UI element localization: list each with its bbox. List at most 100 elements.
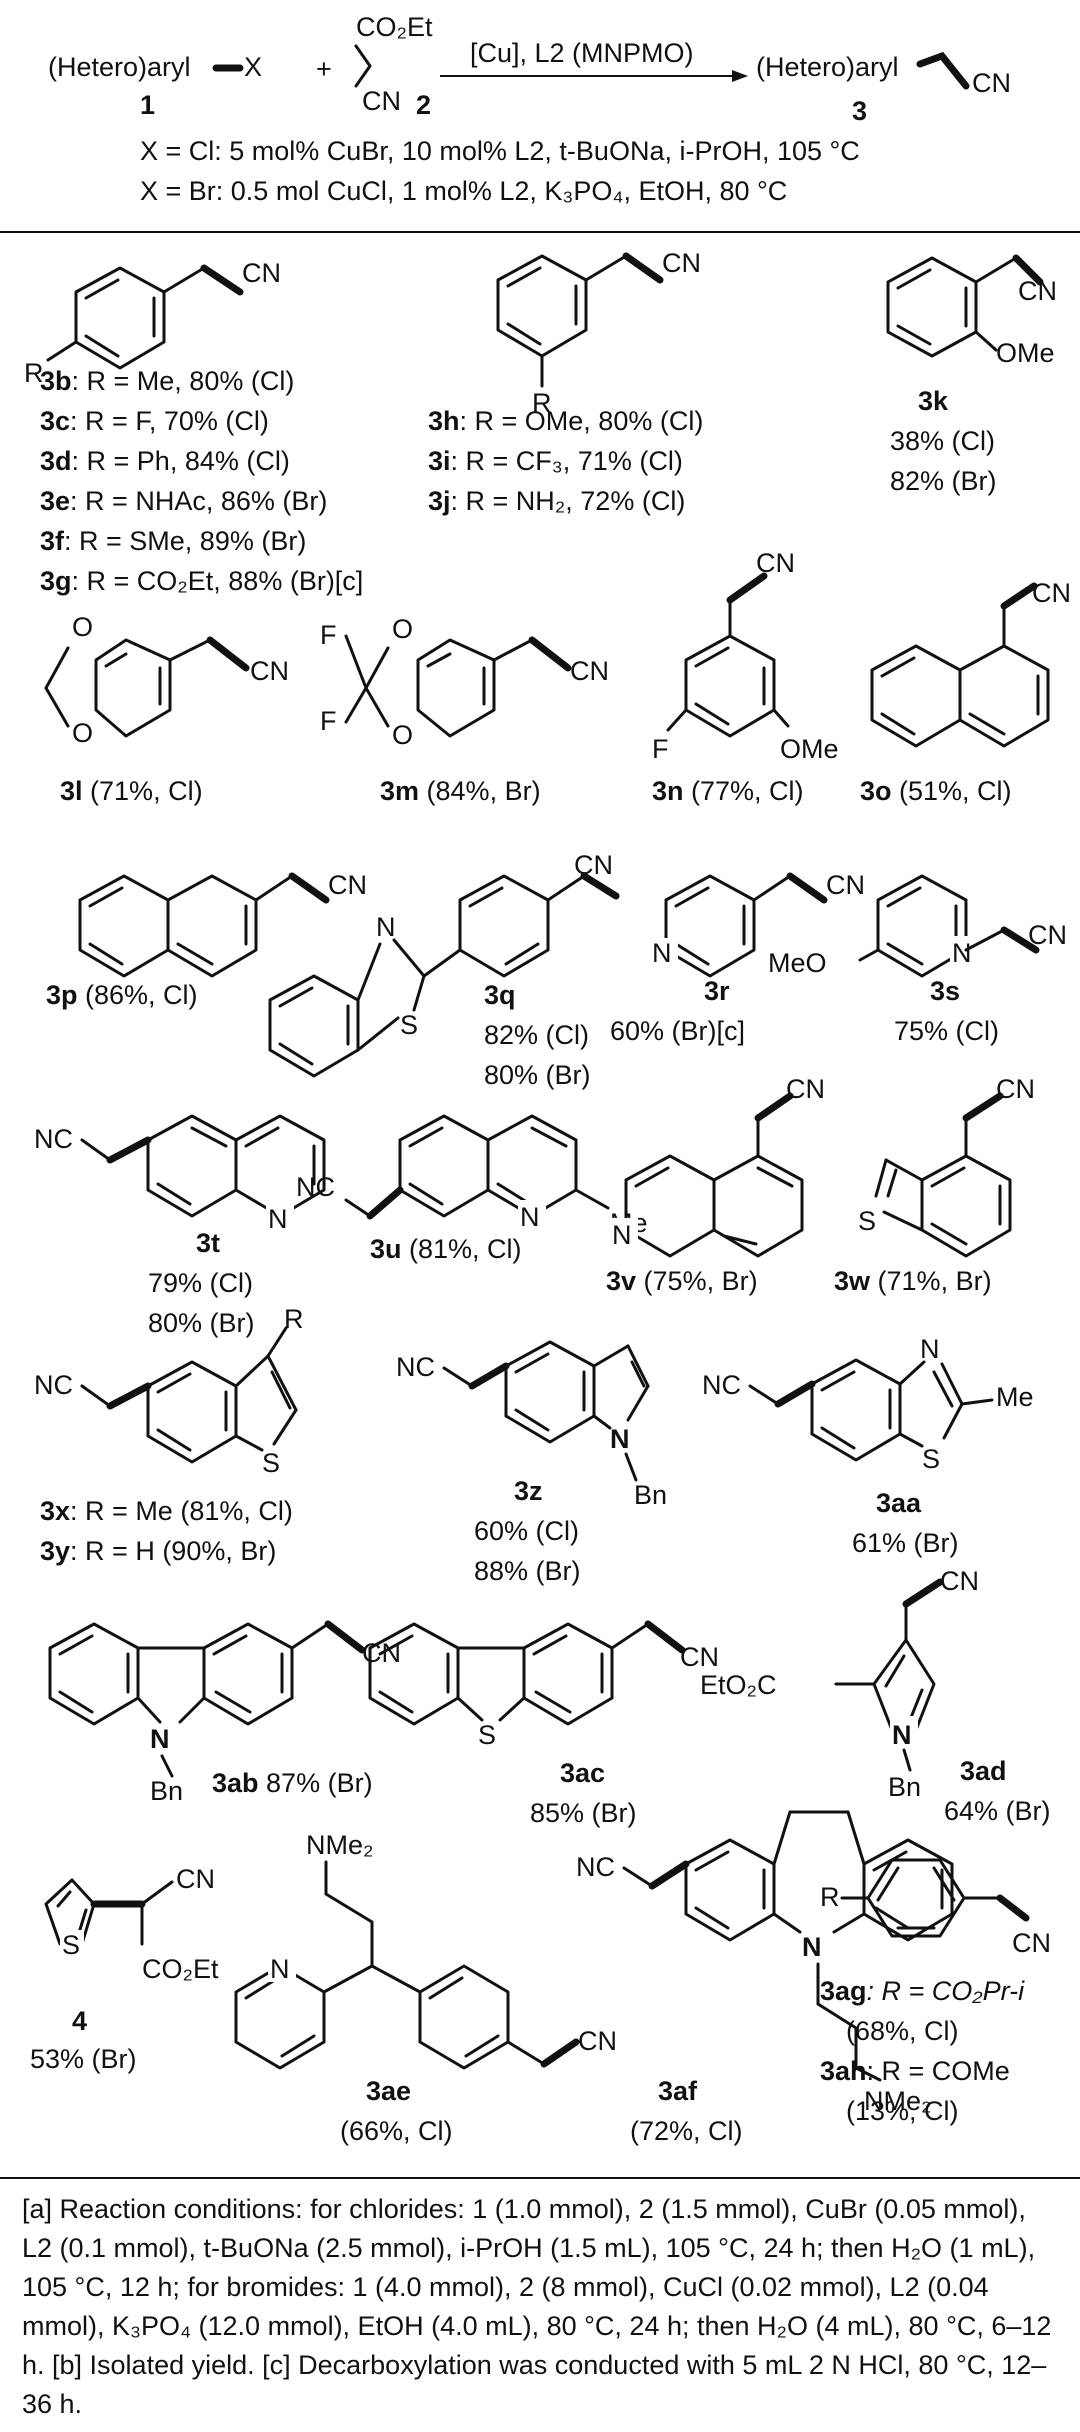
svg-text:3h: R = OMe, 80% (Cl): 3h: R = OMe, 80% (Cl) xyxy=(428,406,703,436)
svg-text:OMe: OMe xyxy=(780,734,839,764)
svg-text:3ac: 3ac xyxy=(560,1758,605,1788)
structure-3p: CN 3p (86%, Cl) xyxy=(46,870,367,1010)
svg-text:CN: CN xyxy=(680,1642,719,1672)
product-aryl: (Hetero)aryl xyxy=(756,52,899,82)
structure-4: S CN CO₂Et 4 53% (Br) xyxy=(30,1864,219,2074)
svg-text:3ae: 3ae xyxy=(366,2076,411,2106)
structure-3n: CN F OMe 3n (77%, Cl) xyxy=(652,548,839,806)
svg-text:Me: Me xyxy=(996,1382,1034,1412)
svg-text:S: S xyxy=(478,1720,496,1750)
svg-text:R: R xyxy=(532,388,552,418)
svg-text:S: S xyxy=(400,1010,418,1040)
structure-3ae: NMe₂ N CN 3ae (66%, Cl) xyxy=(234,1830,617,2146)
svg-text:N: N xyxy=(612,1220,632,1250)
svg-text:82% (Cl): 82% (Cl) xyxy=(484,1020,589,1050)
svg-text:N: N xyxy=(920,1334,940,1364)
reagent-ester: CO₂Et xyxy=(356,12,433,42)
svg-text:CN: CN xyxy=(250,656,289,686)
svg-text:85% (Br): 85% (Br) xyxy=(530,1798,637,1828)
structure-3ad: N CN EtO₂C Bn 3ad 64% (Br) xyxy=(700,1566,1051,1826)
svg-text:NMe₂: NMe₂ xyxy=(864,2086,932,2116)
svg-text:R: R xyxy=(284,1304,304,1334)
structure-3m: F F O O CN 3m (84%, Br) xyxy=(320,614,609,806)
svg-text:N: N xyxy=(268,1204,288,1234)
svg-text:(13%, Cl): (13%, Cl) xyxy=(846,2096,959,2126)
svg-text:3y: R = H (90%, Br): 3y: R = H (90%, Br) xyxy=(40,1536,276,1566)
svg-text:3d: R = Ph, 84% (Cl): 3d: R = Ph, 84% (Cl) xyxy=(40,446,290,476)
structure-3o: CN 3o (51%, Cl) xyxy=(860,578,1071,806)
svg-text:3ab 87% (Br): 3ab 87% (Br) xyxy=(212,1768,373,1798)
reagent-bonds xyxy=(354,44,372,88)
svg-text:3c: R = F, 70% (Cl): 3c: R = F, 70% (Cl) xyxy=(40,406,269,436)
svg-text:61% (Br): 61% (Br) xyxy=(852,1528,959,1558)
svg-text:79% (Cl): 79% (Cl) xyxy=(148,1268,253,1298)
svg-text:S: S xyxy=(262,1448,280,1478)
svg-text:3w (71%, Br): 3w (71%, Br) xyxy=(834,1266,992,1296)
svg-text:S: S xyxy=(858,1206,876,1236)
svg-text:CN: CN xyxy=(786,1074,825,1104)
product-bond xyxy=(916,51,970,90)
svg-text:Bn: Bn xyxy=(634,1480,667,1510)
structure-3ac: S CN 3ac 85% (Br) xyxy=(368,1620,719,1828)
svg-text:3ag: R = CO₂Pr-i: 3ag: R = CO₂Pr-i xyxy=(820,1976,1025,2006)
svg-text:NMe₂: NMe₂ xyxy=(306,1830,374,1860)
svg-text:F: F xyxy=(320,706,337,736)
svg-text:MeO: MeO xyxy=(768,948,827,978)
svg-text:3z: 3z xyxy=(514,1476,543,1506)
structure-3k: CN OMe 3k 38% (Cl) 82% (Br) xyxy=(886,254,1057,496)
atom-cn: CN xyxy=(242,258,281,288)
svg-text:3i: R = CF₃, 71% (Cl): 3i: R = CF₃, 71% (Cl) xyxy=(428,446,683,476)
svg-text:CN: CN xyxy=(996,1074,1035,1104)
svg-text:NC: NC xyxy=(702,1370,741,1400)
svg-text:N: N xyxy=(270,1954,290,1984)
svg-text:3f: R = SMe, 89% (Br): 3f: R = SMe, 89% (Br) xyxy=(40,526,306,556)
svg-text:3t: 3t xyxy=(196,1228,220,1258)
structure-para-series: CN R xyxy=(24,258,281,388)
svg-text:CN: CN xyxy=(1032,578,1071,608)
svg-text:CN: CN xyxy=(574,850,613,880)
svg-text:CN: CN xyxy=(662,248,701,278)
svg-text:N: N xyxy=(802,1932,822,1962)
structure-meta-series: CN R xyxy=(496,248,701,418)
structure-3r: N CN 3r 60% (Br)[c] xyxy=(610,870,865,1046)
svg-text:3v (75%, Br): 3v (75%, Br) xyxy=(606,1266,758,1296)
svg-text:F: F xyxy=(652,734,669,764)
conditions-cl: X = Cl: 5 mol% CuBr, 10 mol% L2, t-BuONa… xyxy=(140,136,860,166)
svg-text:O: O xyxy=(392,614,413,644)
svg-text:Bn: Bn xyxy=(150,1776,183,1806)
svg-text:3g: R = CO₂Et, 88% (Br)[c]: 3g: R = CO₂Et, 88% (Br)[c] xyxy=(40,566,363,596)
label-2: 2 xyxy=(416,90,431,120)
svg-text:O: O xyxy=(72,718,93,748)
structure-3x-3y: NC R S 3x: R = Me (81%, Cl) 3y: R = H (9… xyxy=(34,1304,304,1566)
svg-text:N: N xyxy=(652,938,672,968)
product-cn: CN xyxy=(972,68,1011,98)
svg-text:64% (Br): 64% (Br) xyxy=(944,1796,1051,1826)
svg-text:3r: 3r xyxy=(704,976,730,1006)
svg-text:3u (81%, Cl): 3u (81%, Cl) xyxy=(370,1234,522,1264)
svg-text:R: R xyxy=(820,1882,840,1912)
svg-text:75% (Cl): 75% (Cl) xyxy=(894,1016,999,1046)
svg-text:N: N xyxy=(376,912,396,942)
structure-3q: N S CN 3q 82% (Cl) 80% (Br) xyxy=(268,850,620,1090)
svg-text:NC: NC xyxy=(34,1124,73,1154)
label-3: 3 xyxy=(852,96,867,126)
svg-text:80% (Br): 80% (Br) xyxy=(484,1060,591,1090)
arrow-conditions: [Cu], L2 (MNPMO) xyxy=(470,38,694,68)
svg-text:3ad: 3ad xyxy=(960,1756,1007,1786)
svg-text:3p (86%, Cl): 3p (86%, Cl) xyxy=(46,980,198,1010)
svg-text:O: O xyxy=(392,720,413,750)
plus-sign: + xyxy=(316,54,332,84)
svg-text:F: F xyxy=(320,620,337,650)
svg-text:NC: NC xyxy=(34,1370,73,1400)
svg-text:3ah: R = COMe: 3ah: R = COMe xyxy=(820,2056,1010,2086)
svg-text:60% (Br)[c]: 60% (Br)[c] xyxy=(610,1016,745,1046)
reactant-aryl: (Hetero)aryl xyxy=(48,52,191,82)
general-scheme: (Hetero)aryl X 1 + CO₂Et CN 2 [Cu], L2 (… xyxy=(48,12,1011,206)
svg-text:80% (Br): 80% (Br) xyxy=(148,1308,255,1338)
svg-text:38% (Cl): 38% (Cl) xyxy=(890,426,995,456)
svg-text:N: N xyxy=(150,1724,170,1754)
structure-3v: N CN 3v (75%, Br) xyxy=(606,1074,825,1296)
svg-text:3l (71%, Cl): 3l (71%, Cl) xyxy=(60,776,203,806)
svg-text:NC: NC xyxy=(296,1172,335,1202)
